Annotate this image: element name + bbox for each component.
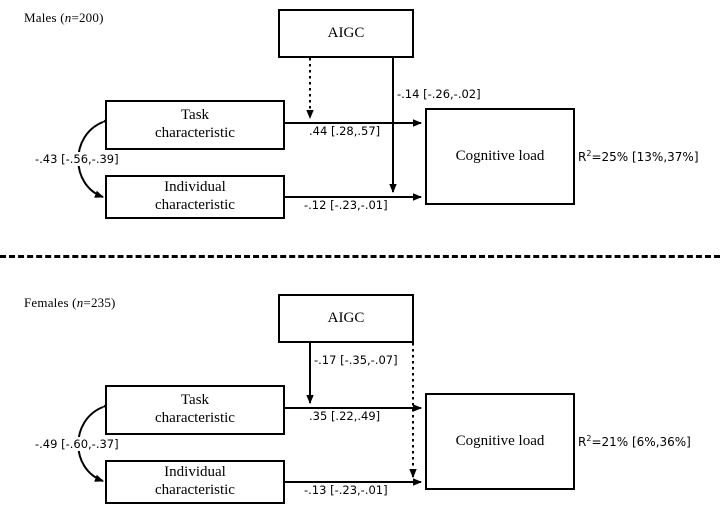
- label-task-to-outcome-females: .35 [.22,.49]: [308, 409, 382, 423]
- node-individual-characteristic-females: Individual characteristic: [105, 460, 285, 504]
- node-aigc-males: AIGC: [278, 9, 414, 58]
- label-covariance-males: -.43 [-.56,-.39]: [34, 152, 120, 166]
- node-cognitive-load-females: Cognitive load: [425, 393, 575, 490]
- panel-title-prefix-females: Females (: [24, 295, 77, 310]
- label-individual-to-outcome-females: -.13 [-.23,-.01]: [303, 483, 389, 497]
- label-r-squared-males: R2=25% [13%,37%]: [578, 149, 699, 164]
- r-squared-value-females: =21% [6%,36%]: [591, 435, 691, 449]
- label-moderation-males: -.14 [-.26,-.02]: [396, 87, 482, 101]
- node-task-line1-females: Task: [180, 392, 210, 409]
- panel-title-n-italic-females: n: [76, 295, 84, 310]
- node-cognitive-load-label-males: Cognitive load: [455, 147, 545, 164]
- label-r-squared-females: R2=21% [6%,36%]: [578, 434, 691, 449]
- r-squared-exponent-females: 2: [586, 434, 592, 443]
- panel-title-suffix-females: =235): [83, 295, 116, 310]
- panel-females: Females (n=235) AIGC: [0, 257, 720, 514]
- r-squared-value-males: =25% [13%,37%]: [591, 150, 699, 164]
- label-task-to-outcome-males: .44 [.28,.57]: [308, 124, 382, 138]
- panel-males: Males (n=200) AIGC: [24, 9, 699, 219]
- node-task-characteristic-males: Task characteristic: [105, 100, 285, 150]
- node-aigc-label-males: AIGC: [327, 24, 365, 41]
- panel-title-n-italic: n: [64, 10, 72, 25]
- node-individual-line2-females: characteristic: [155, 482, 235, 498]
- panel-title-prefix: Males (: [24, 10, 65, 25]
- node-task-line2-males: characteristic: [155, 125, 235, 141]
- label-covariance-females: -.49 [-.60,-.37]: [34, 437, 120, 451]
- node-task-characteristic-females: Task characteristic: [105, 385, 285, 435]
- label-moderation-females: -.17 [-.35,-.07]: [313, 353, 399, 367]
- node-cognitive-load-males: Cognitive load: [425, 108, 575, 205]
- node-individual-line1-males: Individual: [164, 179, 226, 196]
- node-cognitive-load-label-females: Cognitive load: [455, 432, 545, 449]
- node-aigc-label-females: AIGC: [327, 309, 365, 326]
- r-squared-symbol-males: R: [578, 150, 587, 164]
- panel-title-males: Males (n=200): [24, 10, 104, 26]
- panel-title-suffix: =200): [71, 10, 104, 25]
- panel-title-females: Females (n=235): [24, 295, 116, 311]
- node-individual-characteristic-males: Individual characteristic: [105, 175, 285, 219]
- panel-divider: [0, 255, 720, 258]
- node-individual-line1-females: Individual: [164, 464, 226, 481]
- r-squared-symbol-females: R: [578, 435, 587, 449]
- label-individual-to-outcome-males: -.12 [-.23,-.01]: [303, 198, 389, 212]
- node-task-line2-females: characteristic: [155, 410, 235, 426]
- node-aigc-females: AIGC: [278, 294, 414, 343]
- node-individual-line2-males: characteristic: [155, 197, 235, 213]
- r-squared-exponent-males: 2: [586, 149, 592, 158]
- node-task-line1-males: Task: [180, 107, 210, 124]
